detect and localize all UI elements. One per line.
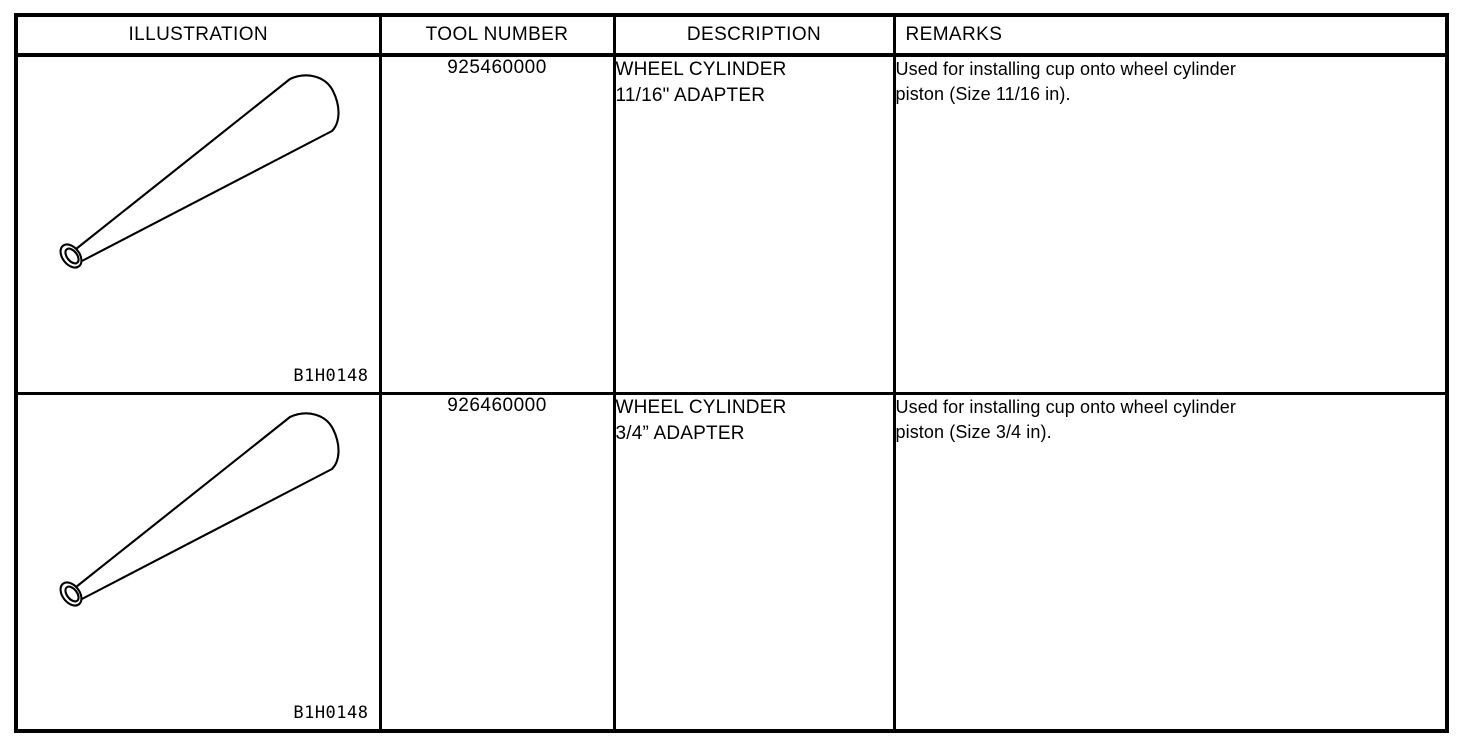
- remarks-cell: Used for installing cup onto wheel cylin…: [894, 393, 1447, 731]
- illustration-cell: B1H0148: [16, 393, 382, 731]
- description-cell: WHEEL CYLINDER 3/4” ADAPTER: [614, 393, 896, 731]
- description-line: WHEEL CYLINDER: [615, 59, 787, 80]
- table-header-row: ILLUSTRATION TOOL NUMBER DESCRIPTION REM…: [16, 15, 1447, 57]
- figure-caption: B1H0148: [293, 365, 369, 386]
- tool-number-cell: 925460000: [380, 55, 616, 395]
- description-line: 11/16" ADAPTER: [615, 85, 766, 106]
- description-line: WHEEL CYLINDER: [615, 396, 787, 418]
- tapered-cone-adapter-icon: [36, 65, 366, 365]
- remarks-line: Used for installing cup onto wheel cylin…: [895, 59, 1236, 79]
- column-header-description: DESCRIPTION: [614, 15, 896, 57]
- table-row: B1H0148 925460000 WHEEL CYLINDER 11/16" …: [16, 55, 1447, 395]
- illustration-cell: B1H0148: [16, 55, 382, 395]
- remarks-line: Used for installing cup onto wheel cylin…: [895, 396, 1236, 417]
- remarks-line: piston (Size 3/4 in).: [895, 421, 1052, 442]
- tool-number-cell: 926460000: [380, 393, 616, 731]
- special-tools-table: ILLUSTRATION TOOL NUMBER DESCRIPTION REM…: [14, 13, 1449, 733]
- column-header-tool-number: TOOL NUMBER: [380, 15, 616, 57]
- column-header-illustration: ILLUSTRATION: [16, 15, 382, 57]
- description-cell: WHEEL CYLINDER 11/16" ADAPTER: [614, 55, 896, 395]
- remarks-cell: Used for installing cup onto wheel cylin…: [894, 55, 1447, 395]
- tapered-cone-adapter-icon: [36, 403, 366, 703]
- description-line: 3/4” ADAPTER: [615, 422, 745, 444]
- table-row: B1H0148 926460000 WHEEL CYLINDER 3/4” AD…: [16, 393, 1447, 731]
- figure-caption: B1H0148: [293, 703, 369, 723]
- column-header-remarks: REMARKS: [894, 15, 1447, 57]
- remarks-line: piston (Size 11/16 in).: [895, 84, 1071, 104]
